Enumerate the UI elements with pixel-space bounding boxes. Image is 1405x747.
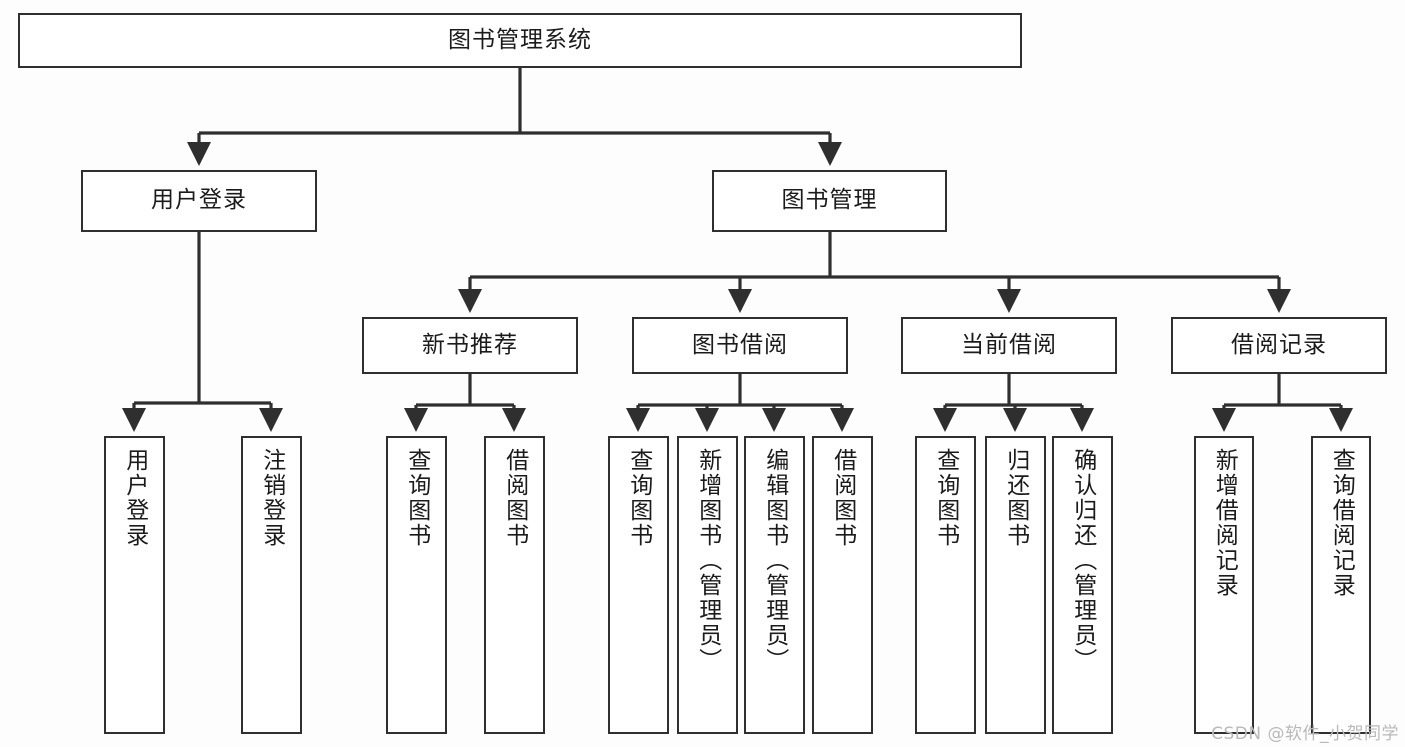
node-leaf-confirm-return-admin[interactable]: 确认归还（管理员）	[1052, 436, 1113, 734]
node-label: 归还图书	[1002, 448, 1029, 548]
node-new-book-recommend[interactable]: 新书推荐	[362, 317, 578, 374]
node-book-borrow[interactable]: 图书借阅	[632, 317, 848, 374]
node-label: 图书借阅	[692, 331, 788, 358]
node-label: 图书管理	[781, 187, 878, 214]
node-label: 图书管理系统	[448, 26, 592, 53]
node-label: 编辑图书（管理员）	[761, 448, 788, 673]
node-label: 查询图书	[932, 448, 959, 548]
node-label: 新增图书（管理员）	[694, 448, 721, 673]
node-leaf-add-book-admin[interactable]: 新增图书（管理员）	[677, 436, 738, 734]
node-label: 新书推荐	[422, 331, 518, 358]
node-label: 用户登录	[121, 448, 148, 548]
node-root-system[interactable]: 图书管理系统	[18, 13, 1022, 68]
node-leaf-user-logout[interactable]: 注销登录	[241, 436, 302, 734]
node-leaf-user-login[interactable]: 用户登录	[104, 436, 165, 734]
node-leaf-query-borrow-record[interactable]: 查询借阅记录	[1311, 436, 1371, 734]
node-leaf-query-book-recommend[interactable]: 查询图书	[386, 436, 447, 734]
node-leaf-return-book[interactable]: 归还图书	[985, 436, 1046, 734]
node-label: 查询图书	[403, 448, 430, 548]
node-label: 注销登录	[258, 448, 285, 548]
node-user-login[interactable]: 用户登录	[81, 170, 317, 232]
node-label: 借阅图书	[829, 448, 856, 548]
node-leaf-add-borrow-record[interactable]: 新增借阅记录	[1194, 436, 1254, 734]
node-label: 确认归还（管理员）	[1069, 448, 1096, 673]
node-label: 借阅记录	[1231, 331, 1327, 358]
node-leaf-borrow-book-recommend[interactable]: 借阅图书	[484, 436, 545, 734]
node-label: 查询图书	[625, 448, 652, 548]
node-label: 用户登录	[151, 187, 247, 214]
node-book-manage[interactable]: 图书管理	[712, 170, 947, 232]
node-label: 当前借阅	[961, 331, 1057, 358]
node-leaf-query-book-borrow[interactable]: 查询图书	[608, 436, 669, 734]
node-label: 新增借阅记录	[1211, 448, 1238, 598]
node-leaf-edit-book-admin[interactable]: 编辑图书（管理员）	[744, 436, 805, 734]
node-label: 查询借阅记录	[1328, 448, 1355, 598]
node-label: 借阅图书	[501, 448, 528, 548]
node-current-borrow[interactable]: 当前借阅	[901, 317, 1117, 374]
node-borrow-record[interactable]: 借阅记录	[1171, 317, 1387, 374]
node-leaf-borrow-book[interactable]: 借阅图书	[812, 436, 873, 734]
node-leaf-query-book-current[interactable]: 查询图书	[915, 436, 976, 734]
watermark-text: CSDN @软件_小贺同学	[1211, 724, 1399, 744]
